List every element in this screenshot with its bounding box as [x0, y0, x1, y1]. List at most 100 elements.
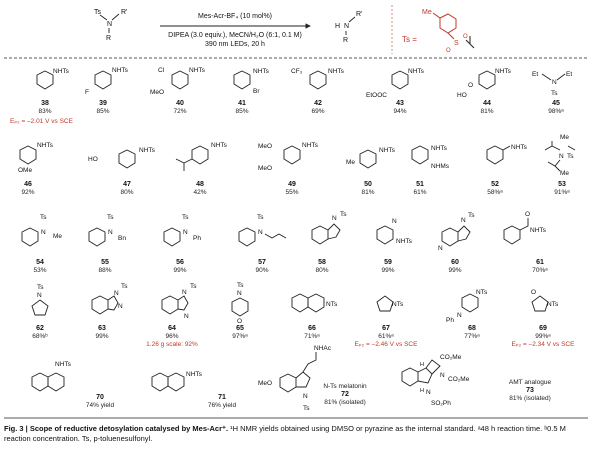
yield-68: 77%ᵃ [464, 333, 480, 340]
yield-66: 71%ᵃ [304, 333, 320, 340]
compound-number-38: 38 [41, 100, 49, 107]
tosyl-57: Ts [257, 214, 264, 221]
oxo-44: O [468, 82, 473, 89]
row-4: N Ts 62 68%ᵇ N N Ts 63 99% N N Ts 64 96%… [31, 282, 576, 348]
tosyl-54: Ts [40, 214, 47, 221]
compound-number-62: 62 [36, 325, 44, 332]
compound-number-67: 67 [382, 325, 390, 332]
ring-70b [47, 372, 65, 392]
ring-63 [91, 295, 109, 315]
tosyl-60: Ts [468, 212, 475, 219]
compound-number-56: 56 [176, 259, 184, 266]
yield-50: 81% [361, 189, 374, 196]
ring-57 [238, 227, 256, 247]
nitrogen-60b: N [461, 217, 466, 224]
oxo-61: O [525, 211, 530, 218]
imidazole-64 [177, 295, 189, 311]
nitrogen-63a: N [114, 290, 119, 297]
phenyl-68: Ph [446, 317, 454, 324]
compound-number-53: 53 [558, 181, 566, 188]
reactant-n: N [107, 21, 112, 28]
caption-text: ¹H NMR yields obtained using DMSO or pyr… [4, 424, 566, 443]
yield-70: 74% yield [86, 402, 115, 409]
nitrogen-59: N [392, 218, 397, 225]
hydroxy-47: HO [88, 156, 98, 163]
compound-number-66: 66 [308, 325, 316, 332]
tosyl-56: Ts [182, 214, 189, 221]
nitrogen-73b: N [426, 389, 431, 396]
compound-number-58: 58 [318, 259, 326, 266]
tosyl-63: Ts [121, 283, 128, 290]
nhts-51: NHTs [431, 145, 448, 152]
yield-49: 55% [285, 189, 298, 196]
yield-57: 90% [255, 267, 268, 274]
product-r: R [343, 37, 348, 44]
yield-56: 99% [173, 267, 186, 274]
yield-67: 61%ᵃ [378, 333, 394, 340]
bonds-45 [541, 73, 566, 81]
ring-72b [295, 352, 317, 388]
carbonyl-61 [519, 218, 529, 231]
compound-number-41: 41 [238, 100, 246, 107]
nhts-52: NHTs [511, 144, 528, 151]
yield-43: 94% [393, 108, 406, 115]
oxygen-65: O [237, 318, 242, 325]
yield-71: 76% yield [208, 402, 237, 409]
row-5: NHTs 70 74% yield NHTs 71 76% yield MeO … [31, 345, 551, 412]
hydroxy-44: HO [457, 92, 467, 99]
nhts-70: NHTs [55, 361, 72, 368]
nhts-59: NHTs [396, 238, 413, 245]
nhts-41: NHTs [253, 68, 270, 75]
ring-60 [441, 227, 459, 247]
name-72: N-Ts melatonin [323, 383, 367, 390]
nitrogen-55: N [108, 229, 113, 236]
yield-52: 58%ᵃ [487, 189, 503, 196]
potential-69: Eₚ₂ = –2.34 V vs SCE [512, 341, 576, 348]
nitrogen-62: N [37, 292, 42, 299]
compound-number-52: 52 [491, 181, 499, 188]
yield-60: 99% [448, 267, 461, 274]
compound-number-63: 63 [98, 325, 106, 332]
tosyl-65: Ts [237, 282, 244, 289]
ts-label: Ts = [402, 35, 417, 44]
nitrogen-68: N [457, 312, 462, 319]
hydrogen-73a: H [420, 362, 424, 368]
ring-44 [478, 70, 496, 90]
yield-65: 97%ᵃ [232, 333, 248, 340]
ts-definition: Ts = Me S O O [391, 5, 475, 54]
ring-52 [486, 145, 504, 165]
compound-number-65: 65 [236, 325, 244, 332]
reagent-light: 390 nm LEDs, 20 h [205, 41, 265, 48]
pyrazole-63 [107, 295, 119, 311]
ring-67 [376, 295, 394, 312]
ring-49 [283, 145, 301, 165]
ring-51 [411, 145, 429, 165]
pyrrole-58 [327, 223, 341, 240]
ring-70a [31, 372, 49, 392]
yield-63: 99% [95, 333, 108, 340]
compound-number-42: 42 [314, 100, 322, 107]
yield-64: 96% [165, 333, 178, 340]
nitrogen-63b: N [118, 303, 123, 310]
ethyl-45a: Et [532, 71, 538, 78]
ring-55 [88, 227, 106, 247]
yield-44: 81% [480, 108, 493, 115]
tosyl-55: Ts [107, 214, 114, 221]
compound-number-61: 61 [536, 259, 544, 266]
compound-number-50: 50 [364, 181, 372, 188]
methyl-53b: Me [560, 170, 569, 177]
yield-73: 81% (isolated) [509, 395, 551, 402]
ring-50 [359, 149, 377, 169]
compound-number-64: 64 [168, 325, 176, 332]
methoxy-49a: MeO [258, 143, 272, 150]
reactant-r: R [106, 35, 111, 42]
compound-number-72: 72 [341, 391, 349, 398]
ring-71b [167, 372, 185, 392]
nitrogen-58: N [332, 215, 337, 222]
yield-41: 85% [235, 108, 248, 115]
methyl-50: Me [346, 159, 355, 166]
ring-41 [233, 70, 251, 90]
ring-65 [231, 297, 249, 317]
nhts-49: NHTs [302, 142, 319, 149]
compound-number-55: 55 [101, 259, 109, 266]
